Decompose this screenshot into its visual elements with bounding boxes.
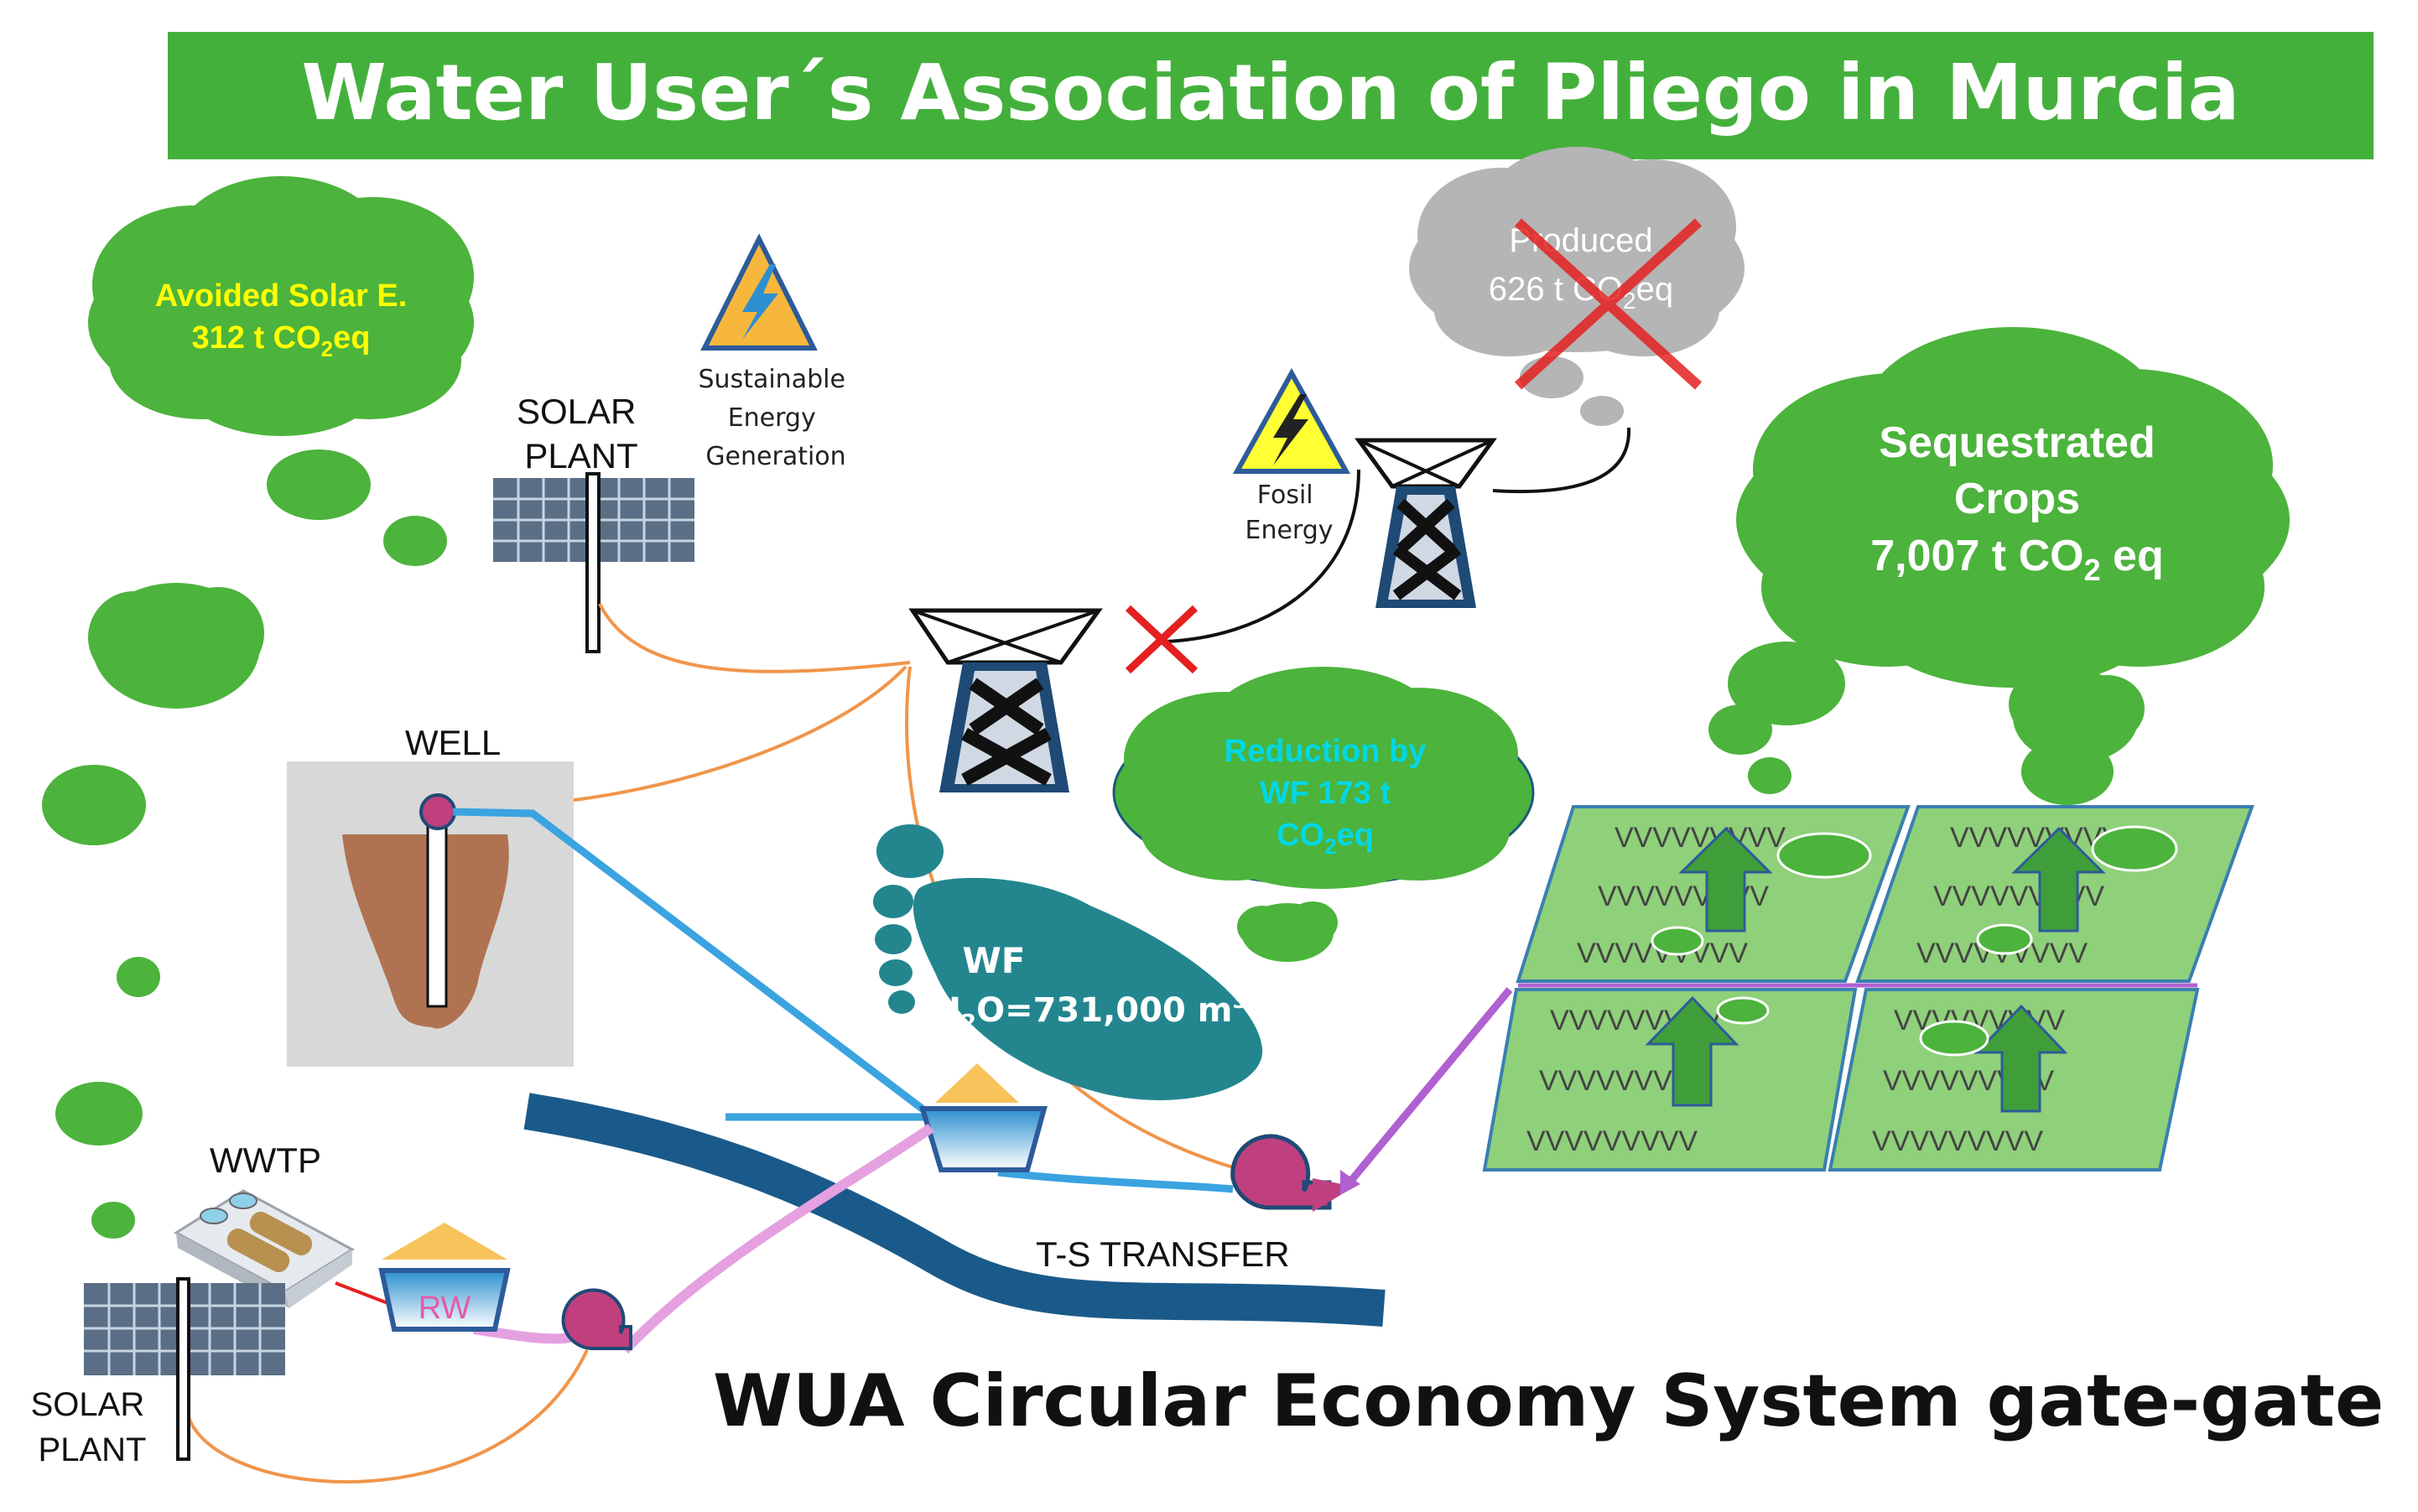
produced-cross-icon: [1514, 218, 1703, 390]
well-pump-icon: [419, 793, 456, 830]
field-bottom-left: [1482, 988, 1858, 1172]
irrigation-pipe: [1343, 987, 1513, 1189]
footprint-line2: H2O=731,000 m3: [933, 989, 1248, 1036]
fosil-energy-icon: [1232, 367, 1351, 474]
solar-plant-bottom: [84, 1277, 285, 1461]
avoided-solar-cloud: [88, 176, 474, 436]
produced-cloud: [1409, 147, 1745, 426]
well-label: WELL: [405, 723, 501, 762]
main-pump-icon: [1230, 1134, 1355, 1212]
main-reservoir: [918, 1063, 1048, 1172]
sequestration-arrow-icon: [1678, 826, 1773, 933]
field-cloud: [1919, 1020, 1989, 1057]
left-cloud-column: [42, 176, 474, 1239]
rw-reservoir: [378, 1223, 511, 1332]
avoided-cloud-line2: 312 t CO2eq: [192, 320, 371, 361]
small-cloud-5: [55, 1082, 143, 1146]
ts-transfer-canal: [523, 1093, 1386, 1327]
field-cloud: [1976, 923, 2033, 955]
wwtp-label: WWTP: [210, 1140, 321, 1180]
sequestrated-line2: Crops: [1954, 475, 2080, 523]
sequestrated-line3: 7,007 t CO2 eq: [1870, 532, 2164, 587]
title-banner: [168, 32, 2374, 159]
reduction-line2: WF 173 t: [1260, 776, 1391, 811]
fosil-energy-label: Fosil Energy: [1245, 481, 1333, 545]
field-cloud: [1776, 832, 1872, 879]
water-footprint-icon: [873, 824, 1263, 1100]
banner-title: Water User´s Association of Pliego in Mu…: [301, 48, 2239, 138]
field-cloud: [1716, 996, 1770, 1025]
small-cloud-1: [267, 449, 371, 520]
footprint-small-cloud: [1237, 901, 1338, 962]
reduction-line3: CO2eq: [1277, 818, 1374, 859]
solar-top-power-line: [598, 603, 911, 673]
sequestrated-line1: Sequestrated: [1879, 418, 2155, 467]
fosil-cut-icon: [1125, 605, 1199, 674]
field-cloud: [1651, 926, 1704, 956]
crop-fields: VVVVVVVVV VVVVVVVVV VVVVVVVVV VVVVVVVVV …: [1482, 805, 2254, 1172]
rw-pump-icon: [561, 1288, 632, 1350]
rw-label: RW: [419, 1291, 471, 1326]
system-caption: WUA Circular Economy System gate-gate: [713, 1359, 2384, 1443]
sequestration-arrow-icon: [1645, 995, 1739, 1107]
ts-transfer-label: T-S TRANSFER: [1036, 1234, 1290, 1274]
solar-bottom-power-line: [187, 1349, 589, 1483]
sustainable-energy-icon: [700, 233, 818, 351]
solar-plant-bottom-label: SOLAR PLANT: [31, 1386, 154, 1468]
crop-row: VVVVVVVVV: [1615, 822, 1786, 854]
crop-row: VVVVVVVVV: [1933, 881, 2104, 912]
reduction-cloud-fill: [1124, 667, 1518, 889]
well-pipe: [452, 808, 933, 1119]
small-cloud-3: [42, 765, 146, 845]
sequestration-arrow-icon: [2011, 826, 2106, 933]
avoided-cloud-line1: Avoided Solar E.: [155, 278, 408, 314]
well-illustration: [287, 761, 574, 1067]
small-cloud-2: [383, 516, 447, 566]
sequestrated-cloud: [1708, 327, 2290, 805]
medium-cloud-left: [88, 583, 264, 709]
fosil-power-line: [1492, 427, 1631, 494]
sustainable-energy-label: Sustainable Energy Generation: [699, 365, 854, 471]
solar-plant-top-label: SOLAR PLANT: [517, 392, 646, 475]
irrigation-arrow-icon: [1340, 1170, 1360, 1195]
footprint-line1: WF: [962, 940, 1025, 981]
solar-plant-top: [493, 472, 694, 653]
main-pylon: [908, 608, 1103, 792]
small-cloud-4: [117, 957, 160, 997]
well-power-line: [519, 665, 907, 807]
canal-to-reservoir-pipe: [725, 1113, 1234, 1193]
crop-row: VVVVVVVVV: [1872, 1125, 2043, 1157]
small-cloud-6: [91, 1202, 135, 1239]
sequestration-arrow-icon: [1973, 1004, 2068, 1113]
fosil-to-main-line: [1165, 469, 1360, 643]
wwtp-to-rw-line: [335, 1281, 391, 1306]
reduction-line1: Reduction by: [1225, 734, 1427, 769]
crop-row: VVVVVVVVV: [1526, 1125, 1698, 1157]
fosil-pylon: [1355, 438, 1497, 608]
field-cloud: [2091, 825, 2178, 872]
